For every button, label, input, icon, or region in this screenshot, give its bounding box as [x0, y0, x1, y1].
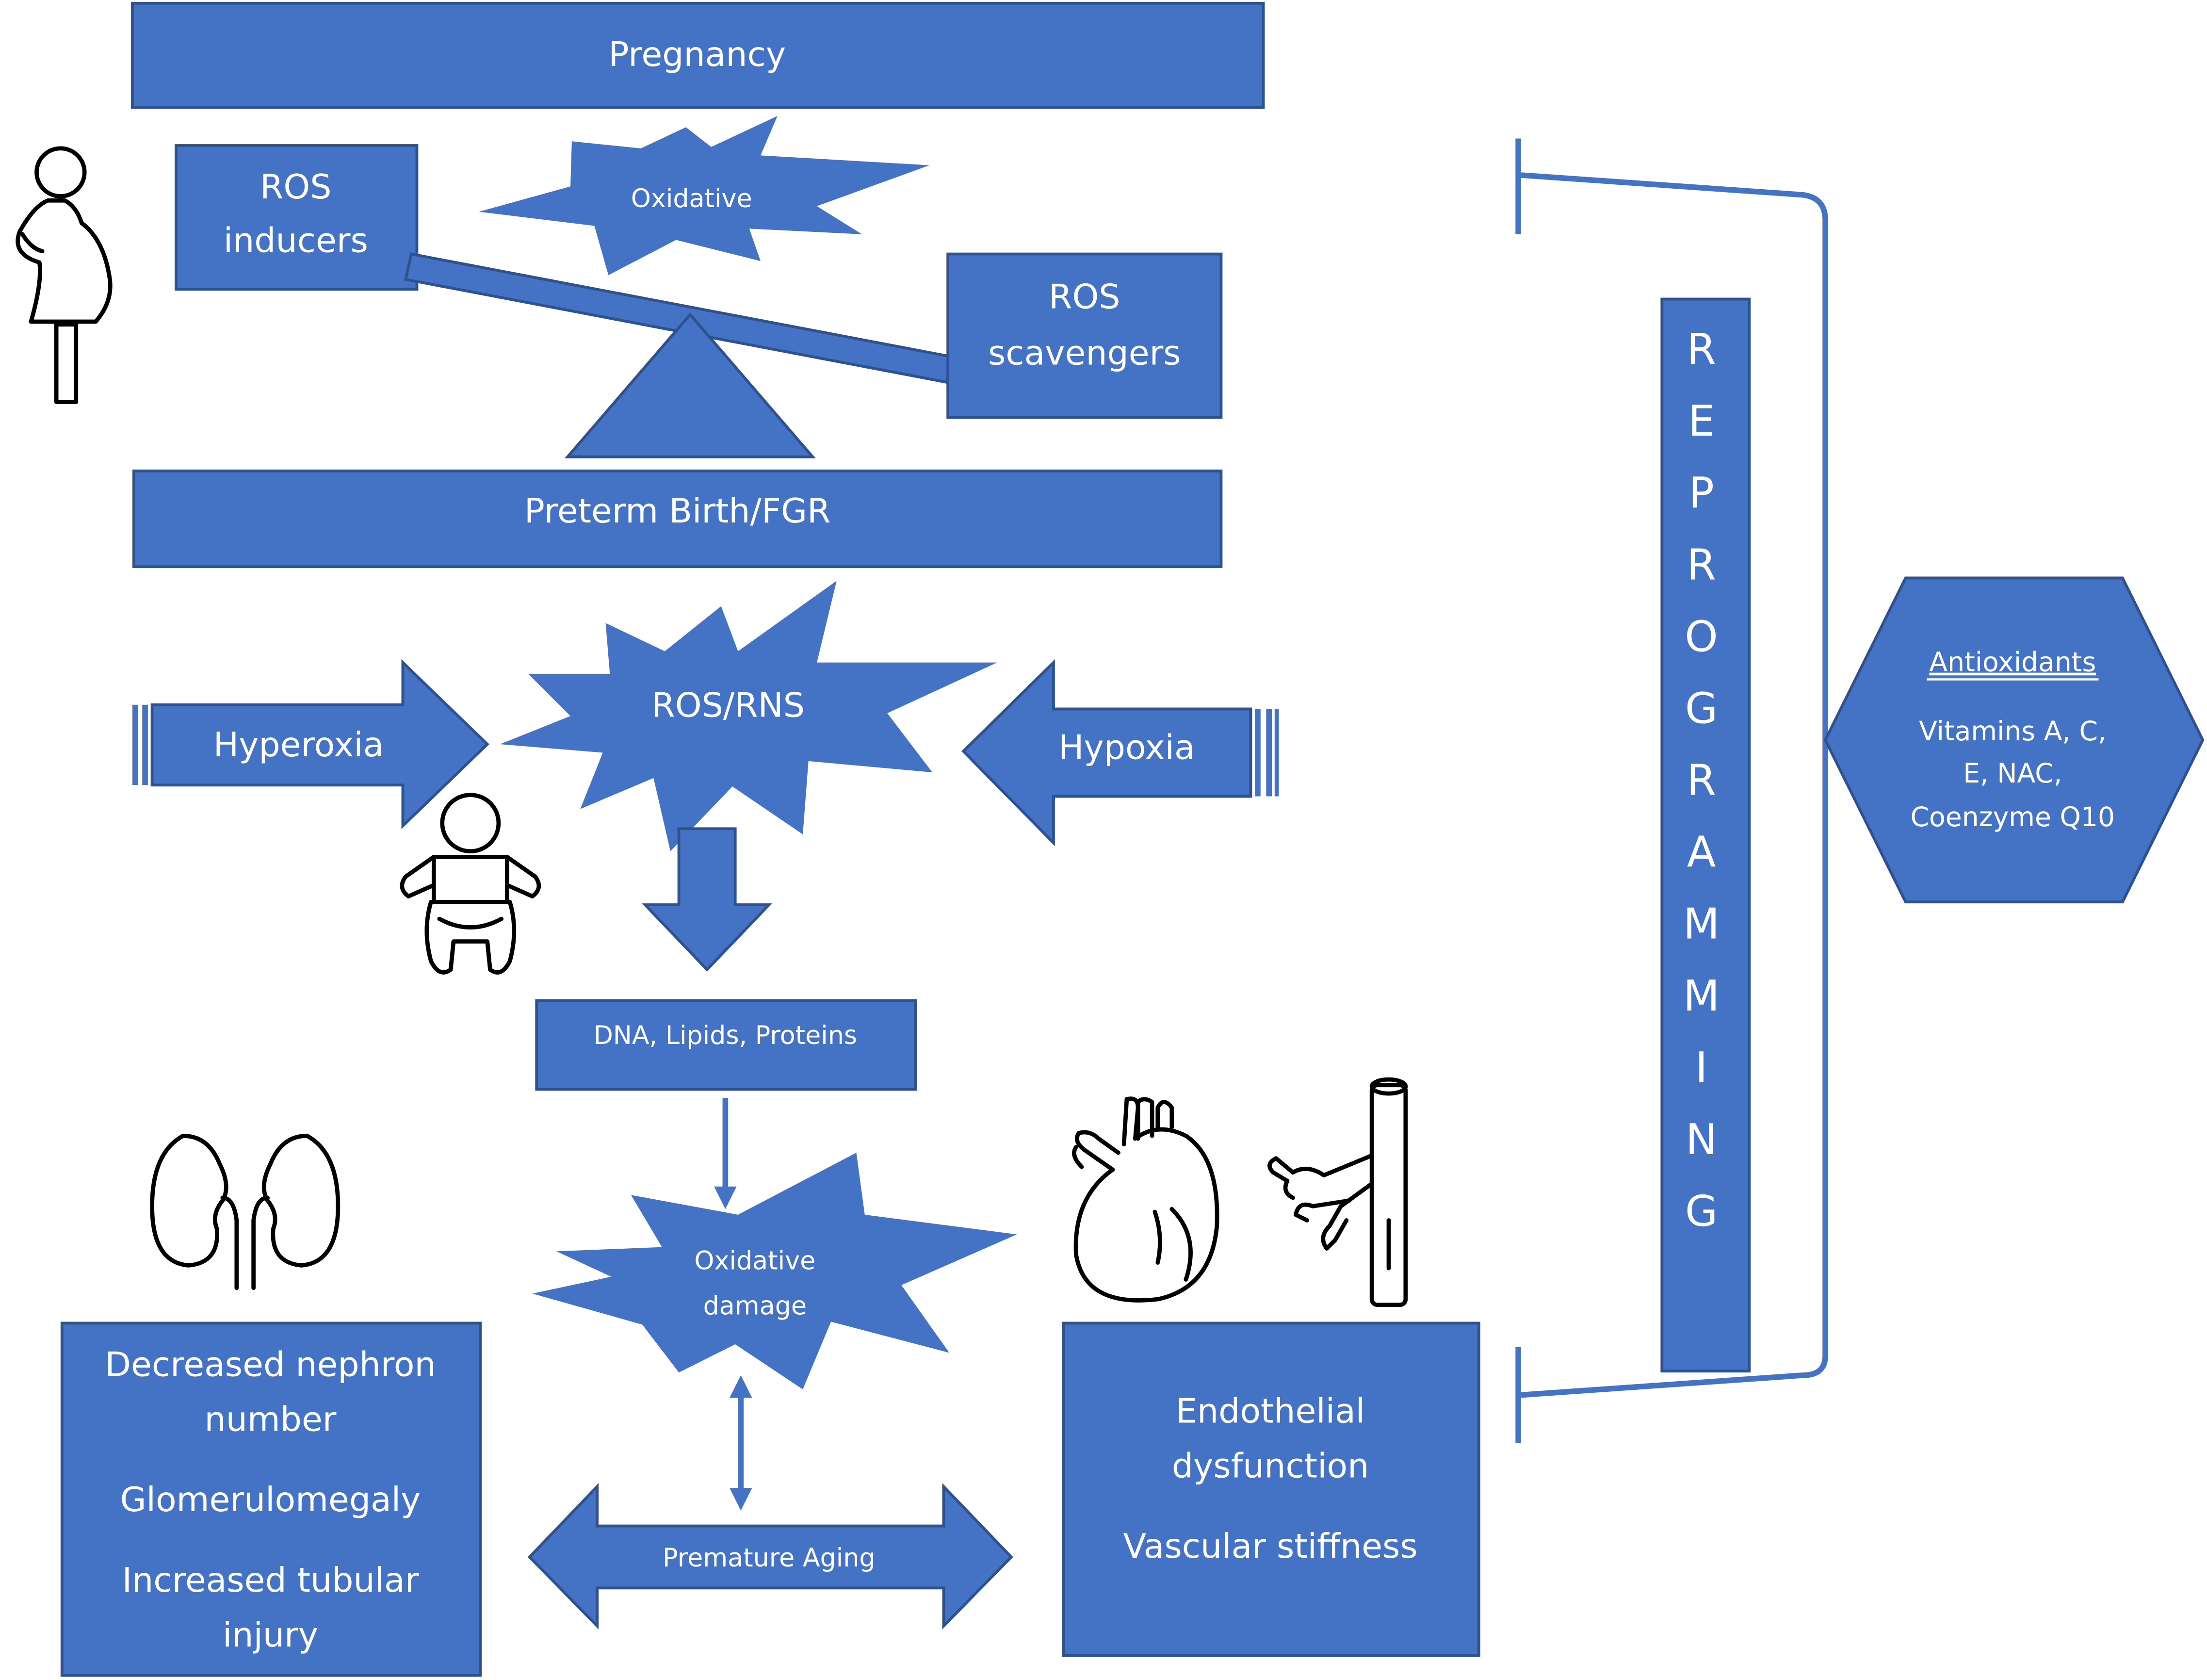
- oxidative-damage-label-2: damage: [703, 1291, 807, 1321]
- pregnant-woman-icon: [16, 146, 113, 404]
- ros-inducers-label-1: ROS: [260, 167, 331, 207]
- seesaw-fulcrum: [564, 312, 816, 458]
- reprogramming-letter: R: [1687, 325, 1716, 374]
- kidney-line-2: number: [205, 1400, 337, 1439]
- oxidative-burst: [479, 116, 930, 276]
- reprogramming-bar: [1660, 297, 1751, 1373]
- vascular-line-2: dysfunction: [1172, 1447, 1369, 1486]
- kidney-outcomes-box: [60, 1321, 482, 1677]
- pregnancy-label: Pregnancy: [609, 35, 786, 74]
- antioxidants-line-2: E, NAC,: [1963, 758, 2062, 789]
- antioxidants-line-3: Coenzyme Q10: [1911, 802, 2115, 833]
- kidney-line-4: Increased tubular: [122, 1561, 419, 1600]
- preterm-box: [132, 469, 1223, 569]
- baby-icon: [400, 793, 541, 975]
- oxidative-label: Oxidative: [631, 184, 752, 213]
- blood-vessel-icon: [1267, 1077, 1408, 1307]
- reprogramming-letter: R: [1687, 756, 1716, 805]
- reprogramming-letter: R: [1687, 540, 1716, 589]
- oxidative-damage-label-1: Oxidative: [694, 1246, 815, 1276]
- reprogramming-letter: A: [1687, 828, 1716, 877]
- antioxidants-hexagon: [1823, 576, 2205, 904]
- reprogramming-letter: N: [1686, 1115, 1717, 1164]
- ros-scavengers-box: [946, 252, 1223, 419]
- dna-box: [535, 999, 917, 1091]
- pregnancy-box: [131, 1, 1265, 109]
- ros-scavengers-label-2: scavengers: [988, 334, 1181, 373]
- hyperoxia-label: Hyperoxia: [213, 725, 384, 765]
- ros-inducers-box: [175, 144, 419, 291]
- kidney-line-1: Decreased nephron: [105, 1345, 436, 1385]
- oxidative-damage-burst: [532, 1153, 1017, 1389]
- dna-to-damage-arrow: [714, 1097, 737, 1209]
- preterm-label: Preterm Birth/FGR: [524, 491, 831, 531]
- reprogramming-letter: P: [1688, 468, 1714, 518]
- kidney-line-3: Glomerulomegaly: [120, 1480, 421, 1519]
- reprogramming-letter: O: [1685, 612, 1718, 661]
- kidneys-icon: [150, 1133, 341, 1290]
- reprogramming-letter: E: [1688, 396, 1715, 446]
- hypoxia-label: Hypoxia: [1058, 728, 1195, 767]
- ros-inducers-label-2: inducers: [224, 221, 368, 260]
- damage-aging-arrow: [730, 1375, 752, 1511]
- vascular-line-3: Vascular stiffness: [1123, 1527, 1418, 1566]
- reprogramming-letter: G: [1685, 1187, 1718, 1236]
- hypoxia-arrow: [961, 659, 1279, 847]
- vascular-outcomes-box: [1062, 1321, 1480, 1657]
- reprogramming-letter: M: [1683, 971, 1720, 1021]
- antioxidants-line-1: Vitamins A, C,: [1919, 716, 2106, 747]
- reprogramming-letter: G: [1685, 684, 1718, 733]
- dna-label: DNA, Lipids, Proteins: [594, 1021, 858, 1050]
- vascular-line-1: Endothelial: [1176, 1391, 1365, 1431]
- ros-rns-label: ROS/RNS: [651, 686, 805, 725]
- heart-icon: [1072, 1096, 1219, 1303]
- reprogramming-letter: I: [1695, 1043, 1708, 1093]
- premature-aging-arrow: [527, 1483, 1013, 1630]
- premature-aging-label: Premature Aging: [663, 1543, 875, 1573]
- antioxidants-title: Antioxidants: [1929, 647, 2096, 678]
- ros-rns-burst: [500, 581, 997, 851]
- reprogramming-letters: R E P R O G R A M M I N G: [1683, 325, 1720, 1236]
- ros-scavengers-label-1: ROS: [1049, 277, 1120, 317]
- hyperoxia-arrow: [132, 659, 489, 830]
- inhibition-bracket: [1515, 138, 1828, 1443]
- down-arrow: [642, 827, 773, 972]
- kidney-line-5: injury: [223, 1615, 318, 1655]
- reprogramming-letter: M: [1683, 899, 1720, 949]
